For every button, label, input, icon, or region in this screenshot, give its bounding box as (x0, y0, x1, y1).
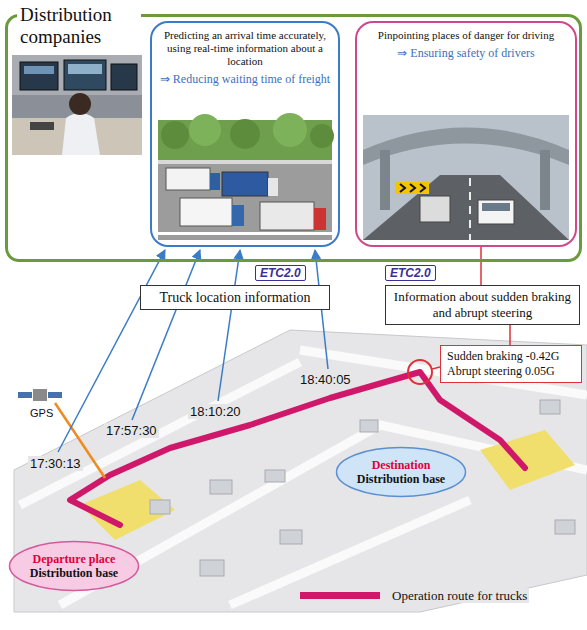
timestamp: 18:10:20 (188, 404, 243, 419)
box-text: Pinpointing places of danger for driving (363, 29, 569, 42)
box-text: Truck location information (147, 289, 323, 306)
box-text: Information about sudden braking and abr… (392, 289, 573, 321)
connector-line (509, 325, 511, 345)
info-box: Truck location information (140, 285, 330, 310)
base-ellipse: DestinationDistribution base (335, 446, 467, 498)
etc-logo: ETC2.0 (255, 265, 306, 281)
trucks-photo (158, 113, 334, 240)
truck-route (70, 360, 525, 525)
timestamp: 17:57:30 (104, 423, 159, 438)
box-text: Departure place (22, 552, 126, 566)
legend-text: Operation route for trucks (390, 588, 529, 603)
ellipse-shape (337, 448, 466, 497)
box-subtext: Distribution base (349, 472, 453, 486)
box-subtext: ⇒ Ensuring safety of drivers (363, 46, 569, 60)
location-arrows (58, 250, 328, 452)
timestamp: 17:30:13 (28, 456, 83, 471)
company-panel: Distribution companiesPredicting an arri… (5, 14, 582, 262)
box-subtext: Distribution base (22, 566, 126, 580)
office-photo (12, 55, 142, 155)
box-text: Destination (349, 458, 453, 472)
safety-box: Pinpointing places of danger for driving… (355, 21, 577, 247)
buildings (150, 400, 575, 576)
highway-photo (363, 115, 569, 240)
arrival-box: Predicting an arrival time accurately, u… (150, 21, 340, 247)
sensor-box: Sudden braking -0.42GAbrupt steering 0.0… (440, 345, 582, 383)
box-subtext: Abrupt steering 0.05G (447, 364, 575, 379)
info-box: Information about sudden braking and abr… (385, 285, 580, 325)
legend-swatch (300, 592, 380, 599)
box-text: Predicting an arrival time accurately, u… (157, 29, 333, 68)
ellipse-shape (10, 542, 139, 591)
box-text: Distribution companies (17, 4, 141, 48)
base-ellipse: Departure placeDistribution base (8, 540, 140, 592)
timestamp: 18:40:05 (298, 372, 353, 387)
etc-logo: ETC2.0 (385, 265, 436, 281)
box-text: Sudden braking -0.42G (447, 349, 575, 364)
gps-satellite (18, 389, 105, 478)
legend-row: Operation route for trucks (300, 588, 529, 603)
gps-label: GPS (28, 407, 55, 420)
box-subtext: ⇒ Reducing waiting time of freight (157, 72, 333, 86)
connector-line (480, 247, 482, 285)
